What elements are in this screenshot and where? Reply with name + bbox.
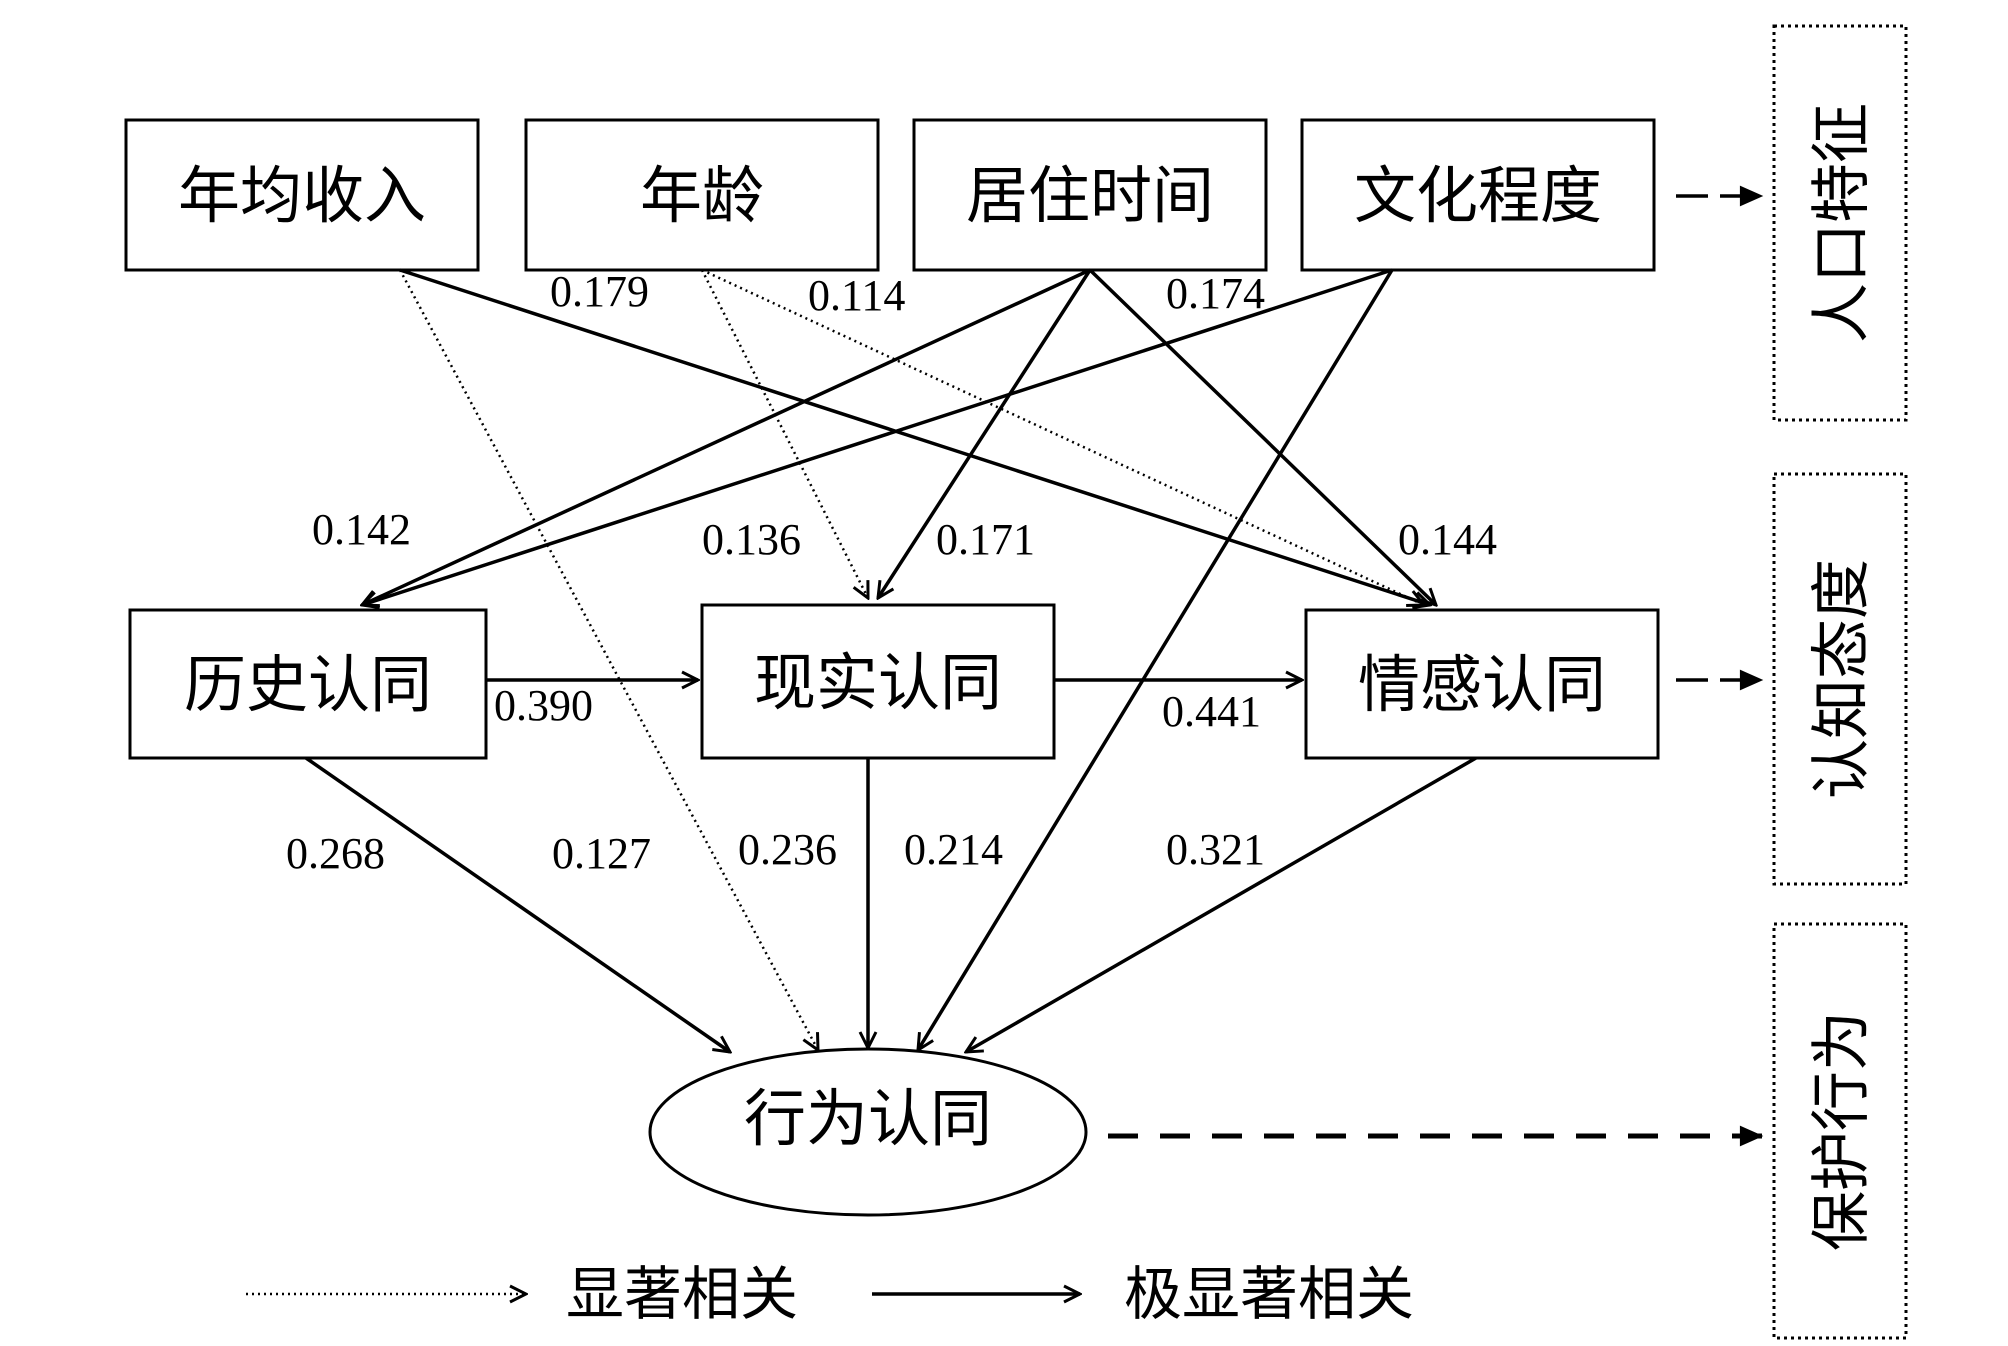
coef-label: 0.171 [936, 515, 1035, 564]
arrow-residence-emotional [1088, 268, 1436, 605]
coef-label: 0.136 [702, 515, 801, 564]
node-emotional: 情感认同 [1304, 608, 1660, 760]
coef-label: 0.236 [738, 825, 837, 874]
node-realistic: 现实认同 [700, 603, 1056, 760]
node-education-label: 文化程度 [1354, 159, 1602, 232]
arrow-residence-realistic [878, 269, 1092, 598]
coef-label: 0.179 [550, 267, 649, 316]
arrow-income-emotional [399, 268, 1430, 605]
category-demographic: 人口特征 [1772, 24, 1908, 422]
coef-label: 0.390 [494, 681, 593, 730]
category-cognitive: 认知态度 [1772, 472, 1908, 886]
dotted-arrow-age-realistic [700, 269, 868, 598]
coef-label: 0.441 [1162, 687, 1261, 736]
coef-label: 0.142 [312, 505, 411, 554]
node-residence-label: 居住时间 [966, 159, 1214, 232]
coef-label: 0.174 [1166, 269, 1265, 318]
legend-very-significant-label: 极显著相关 [1124, 1260, 1414, 1328]
node-education: 文化程度 [1300, 118, 1656, 272]
category-protective: 保护行为 [1772, 922, 1908, 1340]
coef-label: 0.144 [1398, 515, 1497, 564]
coef-label: 0.268 [286, 829, 385, 878]
node-residence: 居住时间 [912, 118, 1268, 272]
node-behavioral: 行为认同 [648, 1047, 1088, 1217]
node-historical-label: 历史认同 [184, 648, 432, 721]
node-age-label: 年龄 [640, 159, 764, 232]
node-income-label: 年均收入 [178, 159, 426, 232]
coef-label: 0.214 [904, 825, 1003, 874]
dotted-arrow-age-emotional [701, 268, 1424, 605]
node-behavioral-label: 行为认同 [744, 1082, 992, 1155]
category-protective-label: 保护行为 [1807, 1011, 1877, 1251]
category-cognitive-label: 认知态度 [1807, 559, 1877, 799]
coef-label: 0.114 [808, 271, 905, 320]
node-historical: 历史认同 [128, 608, 488, 760]
node-age: 年龄 [524, 118, 880, 272]
arrow-education-historical [362, 268, 1393, 605]
arrow-emotional-behavioral [966, 756, 1477, 1052]
arrow-historical-behavioral [305, 756, 730, 1052]
legend: 显著相关 极显著相关 [246, 1260, 1414, 1328]
node-income: 年均收入 [124, 118, 480, 272]
coef-label: 0.321 [1166, 825, 1265, 874]
category-demographic-label: 人口特征 [1807, 103, 1877, 343]
arrow-residence-historical [362, 268, 1091, 605]
arrow-education-behavioral [918, 269, 1394, 1050]
legend-significant-label: 显著相关 [566, 1260, 798, 1328]
coef-label: 0.127 [552, 829, 651, 878]
node-realistic-label: 现实认同 [754, 646, 1002, 719]
node-emotional-label: 情感认同 [1358, 648, 1606, 721]
